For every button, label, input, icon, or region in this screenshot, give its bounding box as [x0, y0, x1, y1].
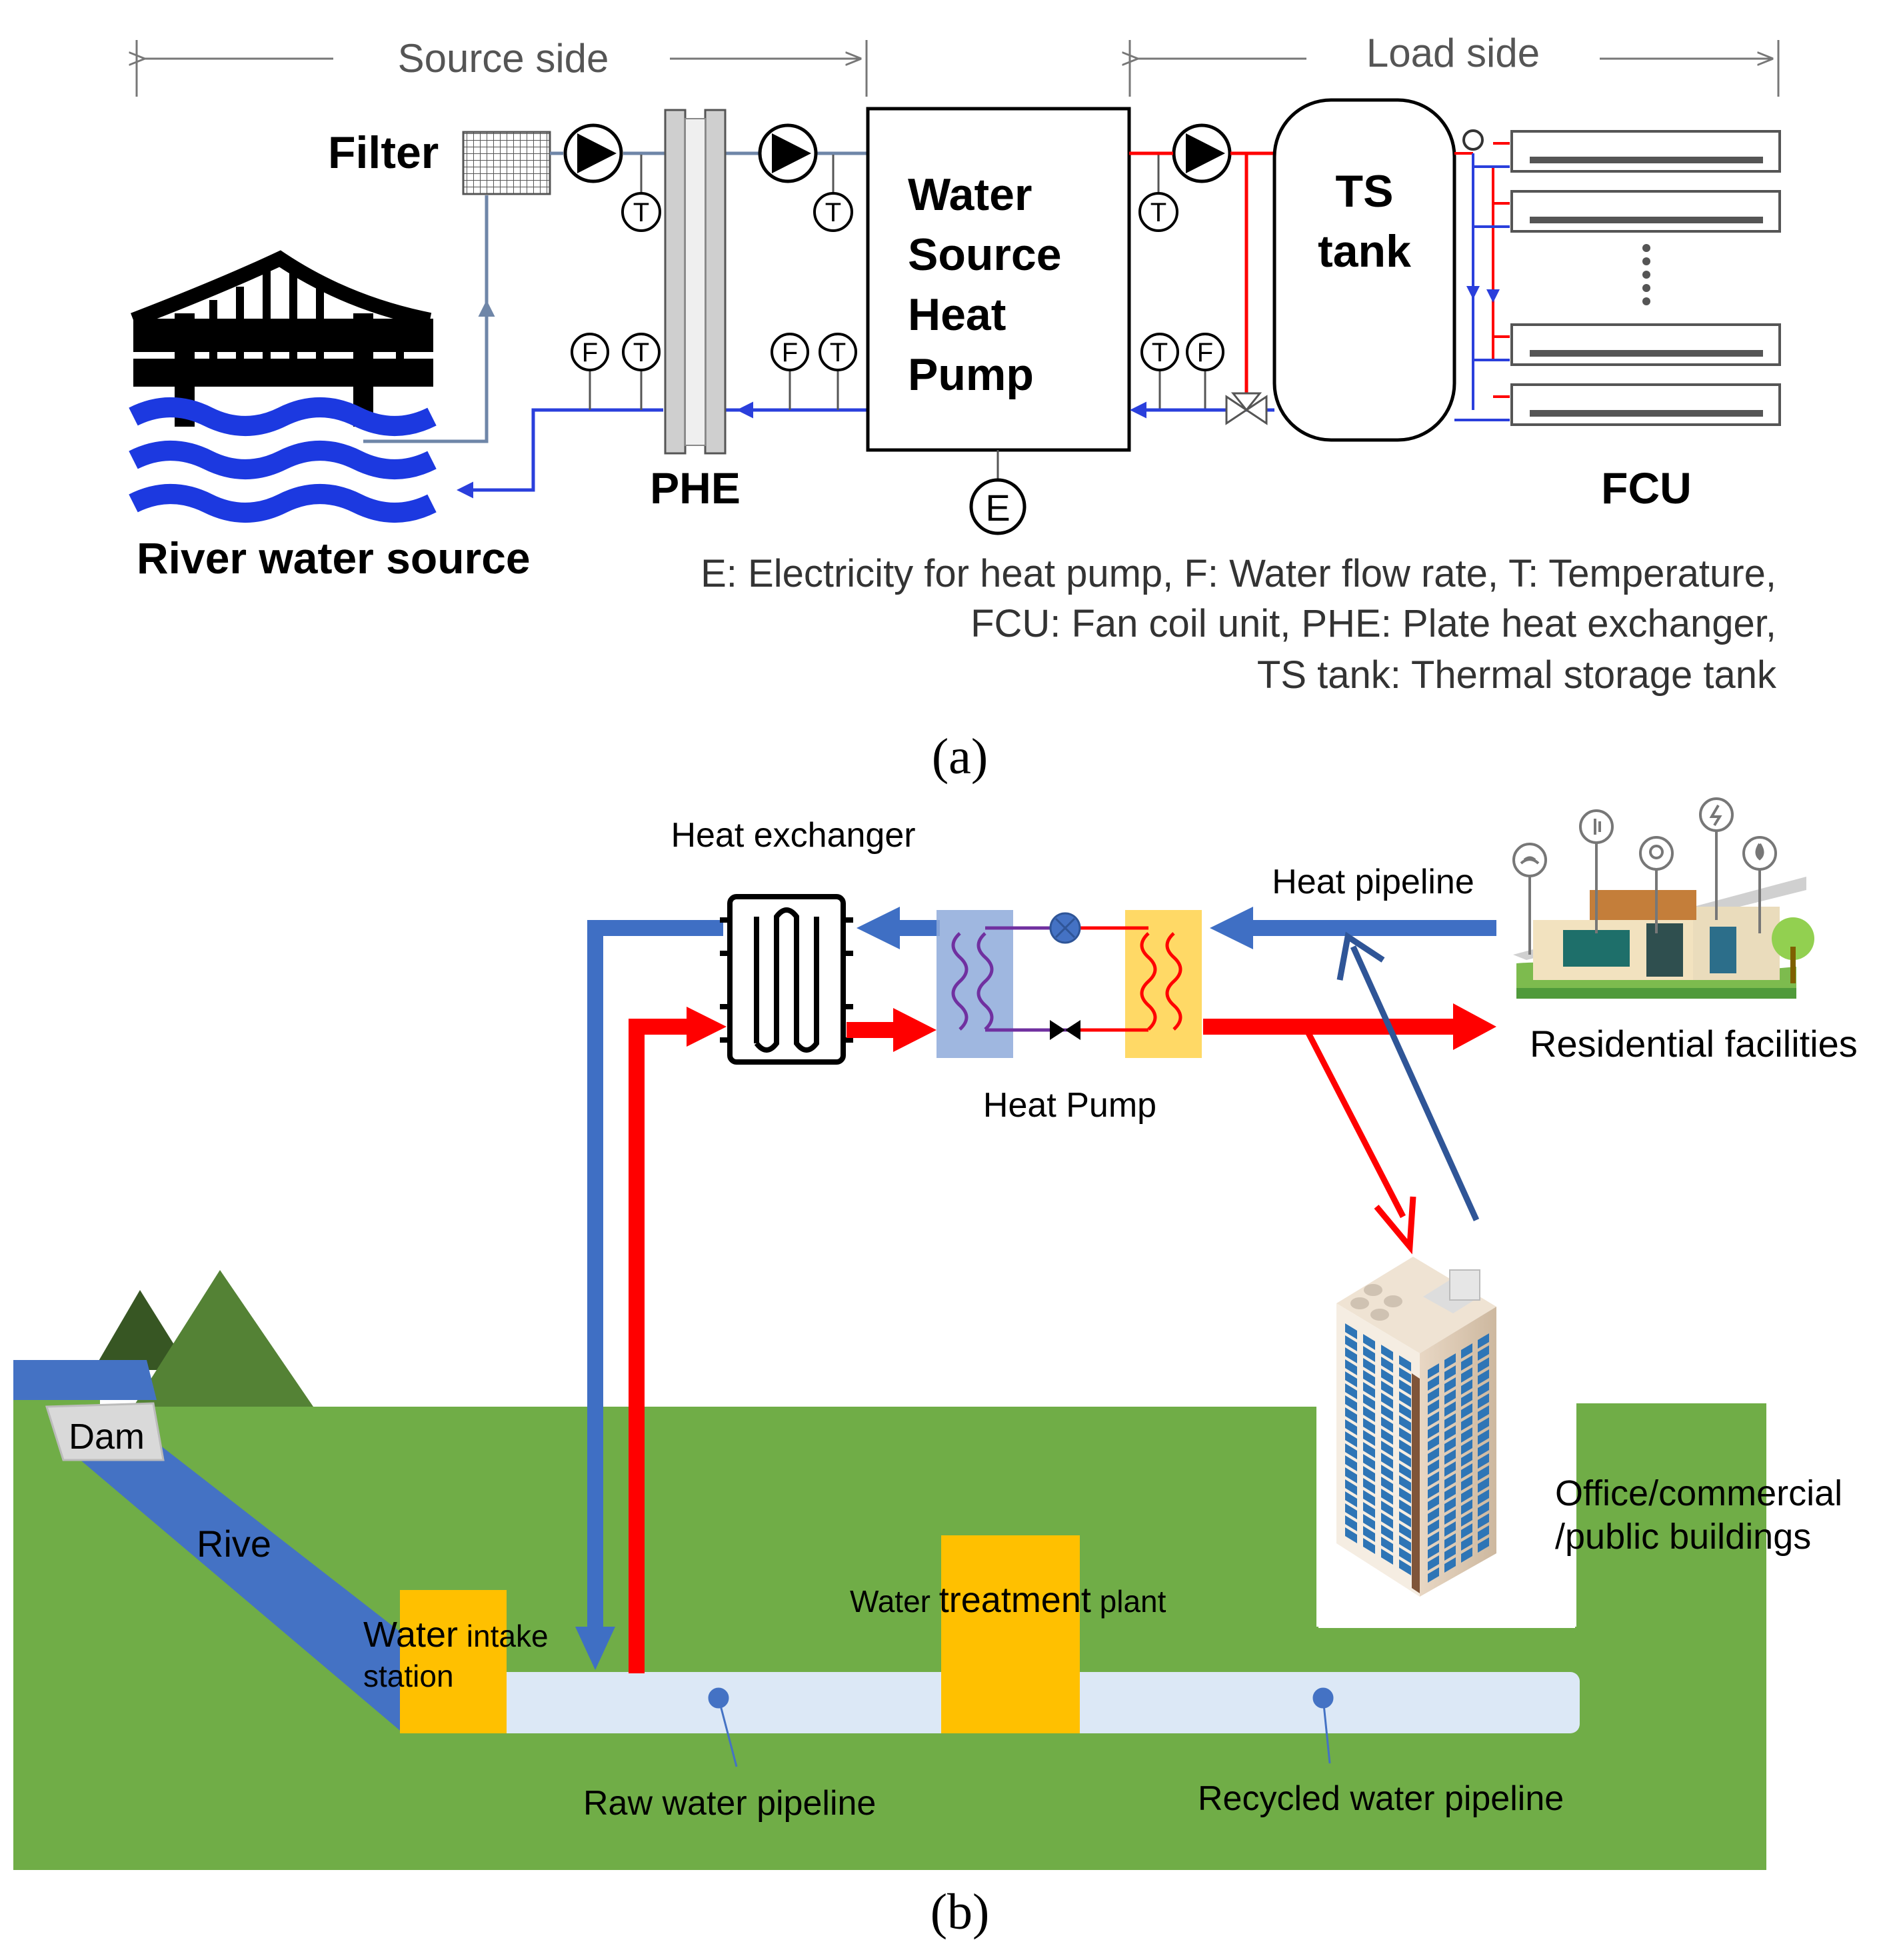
pipeline-markers — [708, 1687, 1334, 1767]
mountain-icon — [133, 1270, 313, 1407]
cold-return-pipe — [575, 920, 723, 1670]
svg-text:Source: Source — [908, 229, 1062, 280]
caption-a: (a) — [932, 729, 988, 785]
reservoir-area — [13, 1360, 157, 1400]
svg-text:F: F — [782, 338, 798, 367]
svg-text:T: T — [633, 198, 649, 227]
hx-to-heatpump-arrows — [847, 907, 940, 1052]
water-intake-station — [400, 1590, 507, 1733]
heat-pump-icon — [937, 910, 1202, 1058]
water-treatment-plant — [941, 1535, 1080, 1733]
raw-water-pipeline-label: Raw water pipeline — [583, 1784, 876, 1823]
heat-pipeline-hot — [1203, 1003, 1496, 1050]
smart-home-icons — [1512, 797, 1777, 955]
temperature-sensor-icon — [621, 155, 1178, 232]
svg-text:tank: tank — [1318, 226, 1411, 277]
treatment-plant-label: Water treatment plant — [850, 1580, 1166, 1620]
sensor-letters: T T T — [633, 198, 1166, 227]
heat-pump-label: Water Source Heat Pump — [908, 169, 1062, 400]
svg-text:F: F — [582, 338, 598, 367]
svg-text:T: T — [1150, 198, 1166, 227]
load-side-label: Load side — [1366, 31, 1540, 75]
svg-text:T: T — [1152, 338, 1168, 367]
svg-text:T: T — [825, 198, 841, 227]
svg-text:Water intake: Water intake — [363, 1615, 549, 1655]
recycled-water-pipeline-label: Recycled water pipeline — [1198, 1779, 1564, 1818]
ts-tank-label: TS tank — [1318, 166, 1411, 277]
mountain-icon — [93, 1290, 190, 1370]
dam-icon — [45, 1402, 165, 1461]
flow-temp-sensor-pairs: F T F T T F — [571, 333, 1224, 410]
river-label: Rive — [197, 1523, 271, 1565]
svg-text:Heat: Heat — [908, 289, 1006, 340]
panel-a-legend: E: Electricity for heat pump, F: Water f… — [701, 552, 1777, 697]
heat-exchanger-icon — [720, 894, 853, 1065]
river-source-label: River water source — [137, 533, 531, 583]
residential-facilities-label: Residential facilities — [1530, 1023, 1858, 1065]
ts-tank-icon — [1272, 98, 1456, 442]
electricity-sensor-letter: E — [985, 487, 1010, 529]
filter-icon — [462, 131, 551, 195]
source-supply-pipe — [363, 151, 867, 443]
fcu-distribution-pipes — [1454, 142, 1510, 421]
source-side-label: Source side — [398, 36, 609, 81]
pump-icon — [563, 123, 1232, 183]
electricity-sensor-icon — [969, 478, 1026, 535]
svg-text:T: T — [633, 338, 649, 367]
svg-text:station: station — [363, 1659, 454, 1693]
load-supply-pipe — [1129, 151, 1274, 393]
branch-pipes — [1302, 931, 1480, 1255]
office-buildings-label-line2: /public buildings — [1555, 1517, 1811, 1557]
water-source-heat-pump-box — [866, 107, 1131, 452]
intake-station-label: Water intake station — [363, 1615, 549, 1693]
heat-pipeline-label: Heat pipeline — [1272, 863, 1474, 901]
office-buildings-label-line1: Office/commercial — [1555, 1473, 1842, 1513]
phe-label: PHE — [650, 463, 741, 513]
load-side-dimension — [1130, 40, 1780, 97]
heat-pipeline-cold — [1210, 907, 1496, 949]
svg-text:E: Electricity for heat pump,: E: Electricity for heat pump, F: Water f… — [701, 552, 1776, 595]
office-building-icon — [1336, 1257, 1496, 1597]
svg-text:FCU: Fan coil unit, PHE: Plate: FCU: Fan coil unit, PHE: Plate heat exch… — [970, 602, 1776, 645]
caption-b: (b) — [931, 1884, 990, 1940]
svg-text:Pump: Pump — [908, 349, 1034, 400]
river-channel — [57, 1440, 497, 1733]
heat-pump-label-b: Heat Pump — [983, 1086, 1156, 1125]
panel-b: Dam Rive Water intake station Water trea… — [13, 797, 1858, 1940]
plate-heat-exchanger-icon — [664, 109, 727, 455]
hot-supply-pipe — [629, 1007, 727, 1673]
bridge-river-icon — [129, 250, 437, 523]
three-way-valve-icon — [1225, 392, 1268, 425]
svg-text:TS tank: Thermal storage tank: TS tank: Thermal storage tank — [1257, 653, 1777, 697]
filter-label: Filter — [328, 127, 439, 178]
residential-house-icon — [1513, 877, 1814, 999]
fcu-label: FCU — [1601, 463, 1692, 513]
fan-coil-unit-icon — [1510, 130, 1781, 426]
dam-label: Dam — [69, 1417, 145, 1457]
svg-text:F: F — [1197, 338, 1213, 367]
heat-exchanger-label: Heat exchanger — [671, 816, 915, 855]
source-side-dimension — [137, 40, 868, 97]
svg-text:TS: TS — [1336, 166, 1394, 217]
pump-small-icon — [1462, 129, 1484, 151]
svg-text:Water: Water — [908, 169, 1032, 220]
panel-a: Source side Load side Filter — [129, 31, 1781, 785]
svg-text:T: T — [830, 338, 846, 367]
